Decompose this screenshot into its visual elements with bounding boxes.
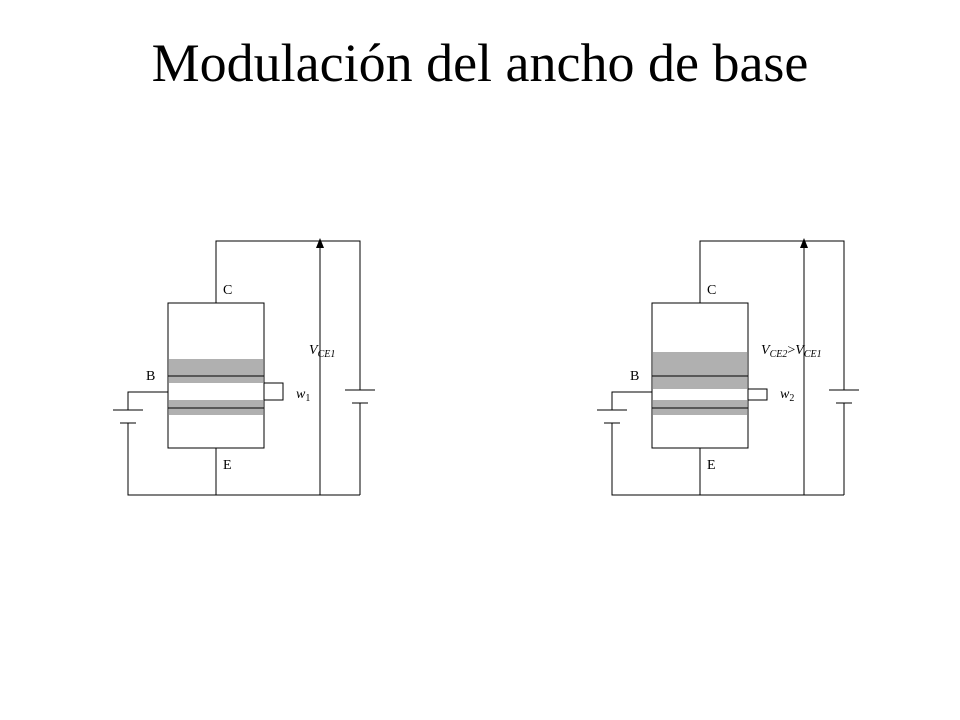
left-emitter-label: E [223, 458, 232, 473]
left-collector-label: C [223, 283, 232, 298]
left-voltage-sub: CE1 [318, 349, 336, 360]
right-width-sub: 2 [789, 393, 794, 404]
left-voltage-main: V [309, 343, 319, 358]
left-width-marker [264, 382, 284, 401]
right-voltage-main: V [761, 343, 771, 358]
right-voltage-arrowhead [800, 238, 808, 248]
right-collector-label: C [707, 283, 716, 298]
right-emitter-label: E [707, 458, 716, 473]
right-voltage-label: VCE2>VCE1 [761, 343, 822, 360]
left-width-label: w1 [296, 387, 310, 404]
left-emitter-wire [127, 423, 217, 496]
slide-title: Modulación del ancho de base [151, 33, 809, 93]
right-voltage2-main: V [795, 343, 805, 358]
right-emitter-wire [611, 423, 701, 496]
right-width-label: w2 [780, 387, 794, 404]
right-width-marker [748, 388, 768, 401]
right-depletion-upper [653, 352, 747, 389]
right-collector-wire [699, 240, 845, 390]
left-width-sub: 1 [305, 393, 310, 404]
right-circuit: C B E VCE2>VCE1 w2 [597, 238, 859, 496]
left-base-wire [127, 391, 168, 410]
right-voltage-compare: > [787, 343, 795, 358]
left-base-label: B [146, 369, 155, 384]
right-width-main: w [780, 387, 790, 402]
left-depletion-upper [169, 359, 263, 383]
left-collector-wire [215, 240, 361, 390]
left-voltage-label: VCE1 [309, 343, 335, 360]
right-base-label: B [630, 369, 639, 384]
left-width-main: w [296, 387, 306, 402]
right-voltage2-sub: CE1 [804, 349, 822, 360]
left-circuit: C B E VCE1 w1 [113, 238, 375, 496]
left-voltage-arrowhead [316, 238, 324, 248]
right-base-wire [611, 391, 652, 410]
right-voltage-sub: CE2 [770, 349, 788, 360]
